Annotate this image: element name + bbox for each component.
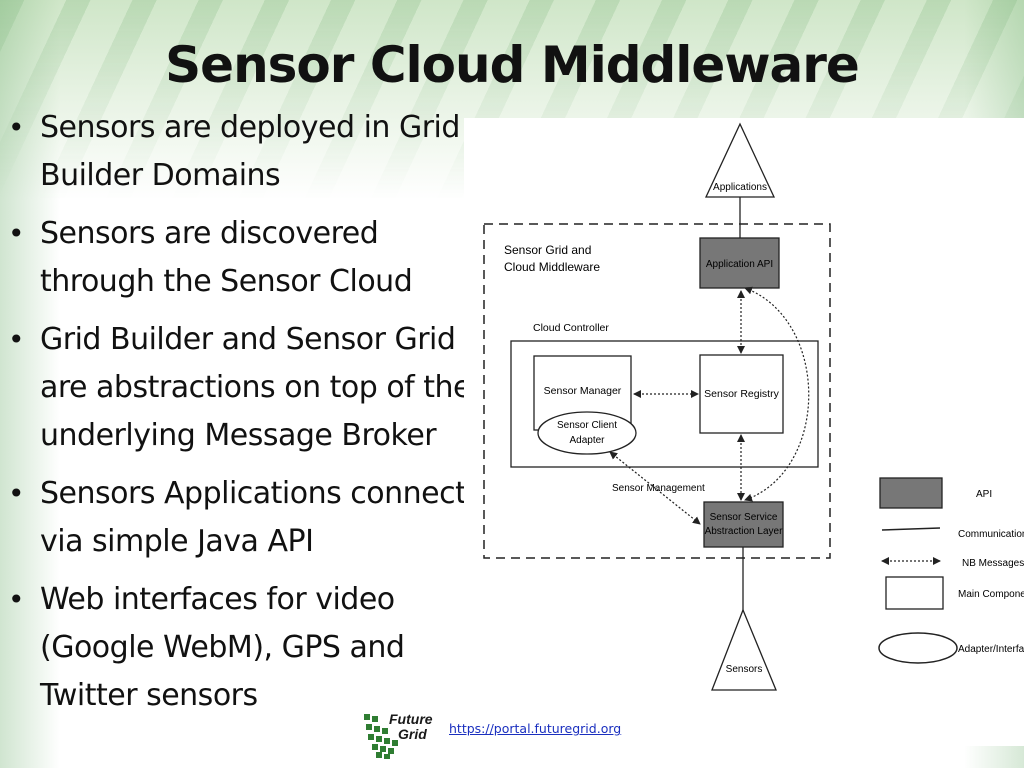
bullet-text: Sensors are deployed in Grid Builder Dom… xyxy=(40,110,460,193)
ssal-label-line1: Sensor Service xyxy=(710,512,778,523)
bullet-text: Sensors Applications connect via simple … xyxy=(40,476,467,559)
sensors-triangle xyxy=(711,608,777,691)
slide-title: Sensor Cloud Middleware xyxy=(165,36,860,94)
legend-adapter-interface-label: Adapter/Interface xyxy=(958,644,1024,655)
bullet-icon: • xyxy=(8,323,25,356)
sensor-management-label: Sensor Management xyxy=(612,483,705,494)
bullet-text: Grid Builder and Sensor Grid are abstrac… xyxy=(40,322,472,453)
sensors-label: Sensors xyxy=(726,664,763,675)
bullet-icon: • xyxy=(8,217,25,250)
cloud-controller-label: Cloud Controller xyxy=(533,322,609,334)
legend-adapter-interface-swatch xyxy=(878,632,958,664)
bullet-icon: • xyxy=(8,583,25,616)
bullet-text: Sensors are discovered through the Senso… xyxy=(40,216,413,299)
sensor-service-abstraction-layer-box xyxy=(703,501,784,548)
logo-text-line1: Future xyxy=(389,711,433,727)
ssal-label-line2: Abstraction Layer xyxy=(705,526,783,537)
outer-box-label-line2: Cloud Middleware xyxy=(504,260,600,274)
sensor-client-adapter-line2: Adapter xyxy=(569,435,605,446)
outer-box-label-line1: Sensor Grid and xyxy=(504,243,591,257)
legend-nb-messages-label: NB Messages xyxy=(962,558,1024,569)
bullet-icon: • xyxy=(8,111,25,144)
sensor-manager-label: Sensor Manager xyxy=(544,385,622,397)
bullet-list: • Sensors are deployed in Grid Builder Do… xyxy=(8,104,483,730)
legend-api-swatch xyxy=(879,477,943,509)
futuregrid-logo: Future Grid xyxy=(364,711,433,759)
architecture-diagram: Applications Sensor Grid and Cloud Middl… xyxy=(464,118,1024,746)
bullet-item: • Grid Builder and Sensor Grid are abstra… xyxy=(8,316,483,460)
bullet-text: Web interfaces for video (Google WebM), … xyxy=(40,582,405,713)
application-api-box xyxy=(699,237,780,289)
background-edge-left xyxy=(0,0,60,768)
nb-arrow-adapter-ssal xyxy=(609,451,701,525)
legend-main-component-swatch xyxy=(885,576,944,610)
bullet-item: • Sensors are deployed in Grid Builder Do… xyxy=(8,104,483,200)
sensor-grid-middleware-box xyxy=(483,223,831,559)
applications-label: Applications xyxy=(713,182,767,193)
portal-link[interactable]: https://portal.futuregrid.org xyxy=(449,721,622,736)
legend-communication-label: Communication xyxy=(958,529,1024,540)
legend-api-label: API xyxy=(976,489,992,500)
sensor-registry-box xyxy=(699,354,784,434)
bullet-item: • Web interfaces for video (Google WebM),… xyxy=(8,576,483,720)
logo-text-line2: Grid xyxy=(398,726,427,742)
bullet-item: • Sensors Applications connect via simple… xyxy=(8,470,483,566)
sensor-client-adapter-ellipse xyxy=(537,411,637,455)
sensor-client-adapter-line1: Sensor Client xyxy=(557,420,617,431)
nb-arrow-api-ssal-curve xyxy=(744,286,810,502)
bullet-item: • Sensors are discovered through the Sens… xyxy=(8,210,483,306)
bullet-icon: • xyxy=(8,477,25,510)
legend-main-component-label: Main Component xyxy=(958,589,1024,600)
application-api-label: Application API xyxy=(706,259,773,270)
sensor-registry-label: Sensor Registry xyxy=(704,388,779,400)
legend-communication-swatch xyxy=(881,527,941,531)
